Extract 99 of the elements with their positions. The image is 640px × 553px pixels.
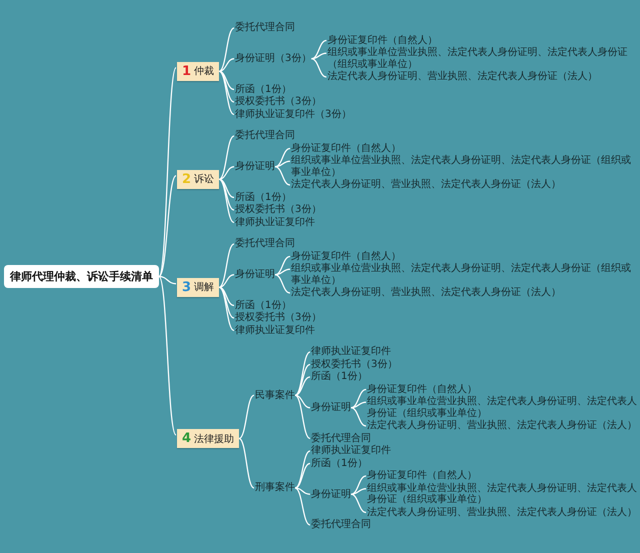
topic-text: 组织或事业单位营业执照、法定代表人身份证明、法定代表人身份证（组织或事业单位） — [291, 263, 640, 286]
branch-line — [275, 160, 290, 168]
topic-label: 诉讼 — [194, 172, 214, 186]
topic-text: 组织或事业单位营业执照、法定代表人身份证明、法定代表人身份证（组织或事业单位） — [367, 396, 640, 420]
branch-line — [294, 394, 310, 408]
topic-text: 身份证明 — [235, 269, 276, 280]
topic-text: 委托代理合同 — [235, 238, 640, 250]
topic-text: 委托代理合同 — [311, 432, 640, 444]
topic-text: 身份证复印件（自然人） — [291, 250, 640, 262]
topic-text: 身份证复印件（自然人） — [367, 384, 640, 396]
branch-line — [218, 135, 234, 180]
branch-line — [350, 407, 366, 427]
topic-text: 所函（1份） — [311, 458, 640, 470]
branch-line — [350, 475, 366, 495]
branch-line — [311, 40, 327, 60]
branch-line — [218, 178, 234, 198]
branch-line — [294, 450, 310, 489]
branch-line — [218, 243, 234, 288]
branch-line — [274, 148, 290, 168]
branch-line — [311, 58, 327, 78]
branch-line — [218, 178, 234, 224]
topic-text: 委托代理合同 — [235, 22, 640, 34]
branch-line — [218, 286, 234, 319]
branch-line — [218, 286, 234, 332]
topic-text: 法定代表人身份证明、营业执照、法定代表人身份证（法人） — [291, 287, 640, 299]
branch-line — [295, 487, 310, 495]
branch-topic-box — [177, 170, 220, 189]
topic-text: 授权委托书（3份） — [235, 312, 640, 324]
branch-line — [294, 462, 310, 489]
branch-line — [351, 402, 366, 408]
topic-text: 民事案件 — [255, 390, 296, 401]
branch-line — [218, 58, 234, 72]
branch-line — [218, 286, 234, 306]
topic-text: 委托代理合同 — [311, 519, 640, 531]
topic-text: 组织或事业单位营业执照、法定代表人身份证明、法定代表人身份证（组织或事业单位） — [291, 155, 640, 178]
branch-line — [218, 274, 234, 288]
branch-line — [218, 27, 234, 72]
number-marker: 1 — [182, 64, 192, 79]
topic-text: 律师执业证复印件（3份） — [235, 108, 640, 120]
topic-label: 仲裁 — [194, 64, 214, 78]
topic-text: 组织或事业单位营业执照、法定代表人身份证明、法定代表人身份证（组织或事业单位） — [367, 482, 640, 506]
branch-line — [350, 494, 366, 514]
topic-text: 委托代理合同 — [235, 130, 640, 142]
topic-text: 所函（1份） — [235, 192, 640, 204]
branch-line — [294, 364, 310, 396]
branch-line — [274, 166, 290, 186]
branch-line — [275, 268, 290, 276]
topic-text: 法定代表人身份证明、营业执照、法定代表人身份证（法人） — [291, 179, 640, 191]
number-marker: 4 — [182, 431, 192, 446]
topic-text: 律师执业证复印件 — [235, 216, 640, 228]
branch-line — [158, 175, 176, 277]
topic-text: 法定代表人身份证明、营业执照、法定代表人身份证（法人） — [327, 71, 640, 83]
topic-text: 所函（1份） — [311, 371, 640, 383]
branch-line — [294, 351, 310, 396]
topic-text: 法定代表人身份证明、营业执照、法定代表人身份证（法人） — [367, 420, 640, 432]
branch-topic-box — [177, 62, 220, 81]
topic-text: 所函（1份） — [235, 84, 640, 96]
topic-text: 身份证明 — [311, 402, 352, 414]
topic-text: 授权委托书（3份） — [235, 96, 640, 108]
topic-label: 调解 — [194, 281, 214, 294]
topic-label: 法律援助 — [194, 432, 234, 446]
branch-line — [218, 178, 234, 211]
branch-line — [311, 52, 326, 60]
branch-line — [218, 166, 234, 180]
number-marker: 2 — [182, 172, 192, 187]
branch-line — [238, 438, 254, 489]
branch-line — [274, 274, 290, 294]
topic-text: 刑事案件 — [255, 482, 296, 494]
branch-line — [158, 276, 176, 284]
branch-line — [218, 70, 234, 103]
topic-text: 身份证复印件（自然人） — [367, 470, 640, 482]
branch-line — [350, 388, 366, 408]
branch-line — [294, 394, 310, 440]
topic-text: 律师执业证复印件 — [311, 346, 640, 358]
branch-topic-box — [177, 429, 240, 448]
branch-line — [294, 376, 310, 396]
topic-text: 身份证复印件（自然人） — [327, 34, 640, 46]
branch-line — [218, 70, 234, 90]
topic-text: 法定代表人身份证明、营业执照、法定代表人身份证（法人） — [367, 506, 640, 518]
topic-text: 授权委托书（3份） — [235, 204, 640, 216]
branch-line — [218, 70, 234, 116]
branch-line — [158, 276, 176, 436]
topic-text: 组织或事业单位营业执照、法定代表人身份证明、法定代表人身份证（组织或事业单位） — [327, 47, 640, 70]
branch-line — [351, 488, 366, 495]
root-topic-box: 律师代理仲裁、诉讼手续清单 — [4, 265, 159, 288]
topic-text: 律师执业证复印件 — [311, 445, 640, 457]
branch-line — [158, 68, 177, 277]
branch-line — [238, 394, 254, 440]
topic-text: 授权委托书（3份） — [311, 358, 640, 370]
branch-line — [274, 256, 290, 276]
branch-line — [294, 487, 310, 526]
topic-text: 身份证明 — [311, 488, 352, 500]
topic-text: 律师执业证复印件 — [235, 324, 640, 336]
topic-text: 身份证明 — [235, 161, 276, 172]
topic-text: 身份证明（3份） — [235, 53, 312, 64]
number-marker: 3 — [182, 280, 192, 295]
topic-text: 身份证复印件（自然人） — [291, 142, 640, 154]
branch-topic-box — [177, 278, 220, 297]
topic-text: 所函（1份） — [235, 300, 640, 312]
